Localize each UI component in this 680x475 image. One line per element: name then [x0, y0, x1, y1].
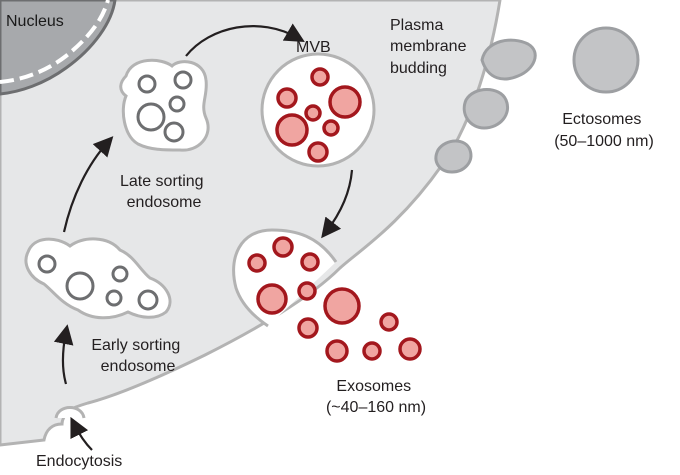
late-sorting-line1: Late sorting [120, 173, 204, 190]
nucleus [0, 0, 117, 96]
early-sorting-line2: endosome [101, 358, 176, 375]
ectosome-vesicle [572, 26, 640, 94]
arrow-early-to-late [62, 136, 114, 233]
early-sorting-line1: Early sorting [91, 337, 180, 354]
plasma-membrane-buds [434, 38, 537, 174]
pathway-arrows [53, 23, 354, 451]
early-sorting-label: Early sorting endosome [91, 337, 184, 375]
exosomes-line1: Exosomes [336, 378, 411, 395]
ectosomes-line2: (50–1000 nm) [554, 133, 654, 150]
early-sorting-endosome [24, 237, 172, 320]
endocytosis-label: Endocytosis [36, 453, 122, 470]
arrow-endocytosis-entry [70, 416, 93, 451]
endocytosis-pit [54, 406, 86, 419]
plasma-budding-label: Plasma membrane budding [390, 17, 471, 77]
arrow-endocytosis-to-early [53, 324, 74, 385]
exosomes-label: Exosomes (~40–160 nm) [326, 378, 426, 416]
mvb [260, 52, 376, 168]
late-sorting-label: Late sorting endosome [120, 173, 208, 211]
ectosomes-line1: Ectosomes [562, 111, 641, 128]
mvb-label: MVB [296, 39, 331, 56]
fusing-mvb [232, 228, 338, 328]
late-sorting-line2: endosome [127, 194, 202, 211]
arrow-mvb-to-membrane [321, 169, 354, 239]
plasma-line1: Plasma [390, 17, 443, 34]
exosomes-released [297, 287, 422, 363]
plasma-line2: membrane [390, 38, 467, 55]
nucleus-label: Nucleus [6, 13, 64, 30]
plasma-line3: budding [390, 60, 447, 77]
ectosomes-label: Ectosomes (50–1000 nm) [554, 111, 654, 150]
late-sorting-endosome [119, 58, 210, 152]
exosomes-line2: (~40–160 nm) [326, 399, 426, 416]
arrow-late-to-mvb [185, 23, 305, 57]
